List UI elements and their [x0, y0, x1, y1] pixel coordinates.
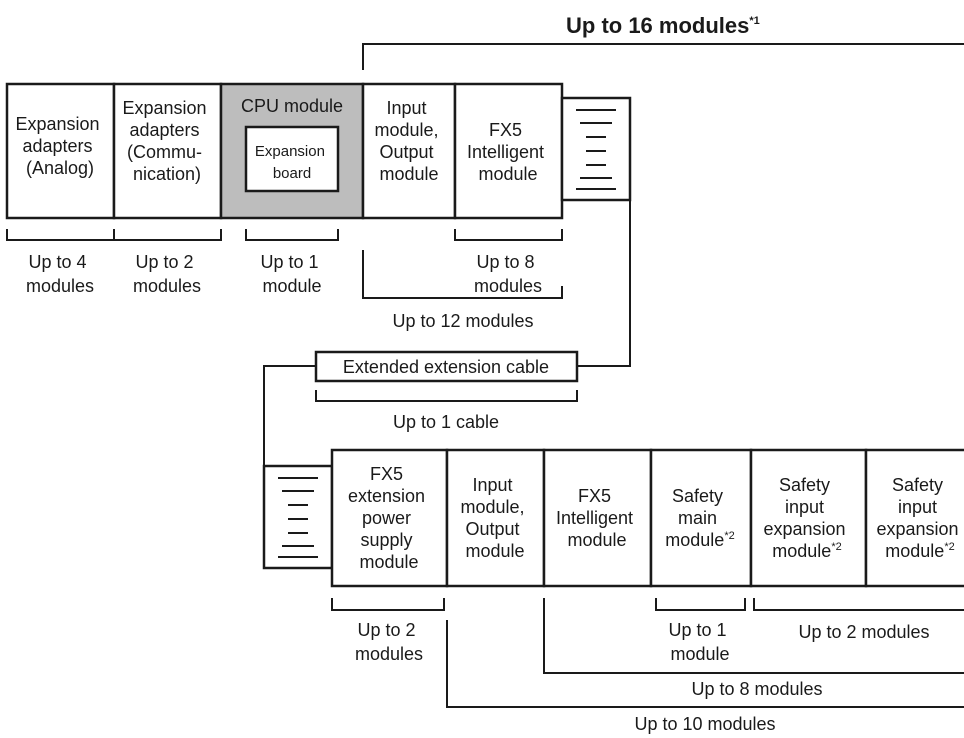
fx5-intelligent-module-2-label: FX5 Intelligent module [556, 486, 638, 550]
cable-line-right [577, 149, 631, 367]
extended-extension-cable-label: Extended extension cable [343, 357, 549, 377]
fx5-intelligent-module-2-box [542, 448, 653, 588]
bracket-analog [6, 229, 115, 241]
title-bracket [362, 43, 964, 70]
fx5-intelligent-module-label: FX5 Intelligent module [467, 120, 549, 184]
bracket-safety-main [655, 598, 746, 611]
bracket-board [245, 229, 339, 241]
bracket-safety-exp [753, 598, 964, 611]
input-output-module-2-label: Input module, Output module [460, 475, 529, 561]
expansion-adapter-communication-box [112, 82, 223, 220]
limit-safety-main: Up to 1 module [668, 620, 731, 664]
bus-connector-bottom [262, 464, 334, 570]
limit-board: Up to 1 module [260, 252, 323, 296]
bracket-intel-safety [543, 598, 964, 674]
input-output-module-2-box [445, 448, 546, 588]
fx5-intelligent-module-box [453, 82, 564, 220]
limit-safety-exp: Up to 2 modules [798, 622, 929, 642]
expansion-adapter-analog-label: Expansion adapters (Analog) [15, 114, 104, 178]
bracket-cable [315, 390, 578, 402]
extended-extension-cable-box [314, 350, 579, 383]
safety-main-module-box [649, 448, 753, 588]
safety-input-expansion-module-1-label: Safety input expansion module*2 [763, 475, 850, 561]
expansion-adapter-analog-box [5, 82, 116, 220]
safety-input-expansion-module-2-label: Safety input expansion module*2 [876, 475, 963, 561]
safety-main-module-label: Safety main module*2 [665, 486, 734, 550]
fx5-extension-power-supply-label: FX5 extension power supply module [348, 464, 430, 572]
limit-cable: Up to 1 cable [393, 412, 499, 432]
limit-intel: Up to 8 modules [474, 252, 542, 296]
fx5-extension-power-supply-box [330, 448, 449, 588]
expansion-board-box [244, 125, 340, 193]
cable-line-left [263, 365, 316, 466]
input-output-module-label: Input module, Output module [374, 98, 443, 184]
bus-connector-bottom-lines [278, 477, 318, 558]
safety-input-expansion-module-2-box [864, 448, 964, 588]
bracket-power [331, 598, 445, 611]
diagram-title: Up to 16 modules*1 [566, 13, 760, 38]
bus-connector-top [560, 96, 632, 202]
bracket-comm [113, 229, 222, 241]
limit-all: Up to 10 modules [634, 714, 775, 734]
expansion-board-label: Expansion board [255, 143, 329, 182]
bracket-intel [454, 229, 563, 241]
expansion-adapter-communication-label: Expansion adapters (Commu- nication) [122, 98, 211, 184]
bracket-io-intel [362, 250, 563, 299]
bracket-all [446, 620, 964, 708]
limit-intel-safety: Up to 8 modules [691, 679, 822, 699]
input-output-module-box [361, 82, 457, 220]
limit-analog: Up to 4 modules [26, 252, 94, 296]
limit-power: Up to 2 modules [355, 620, 423, 664]
limit-io-intel: Up to 12 modules [392, 311, 533, 331]
cpu-module-label: CPU module [241, 96, 343, 116]
safety-input-expansion-module-1-box [749, 448, 868, 588]
limit-comm: Up to 2 modules [133, 252, 201, 296]
bus-connector-top-lines [576, 109, 616, 190]
